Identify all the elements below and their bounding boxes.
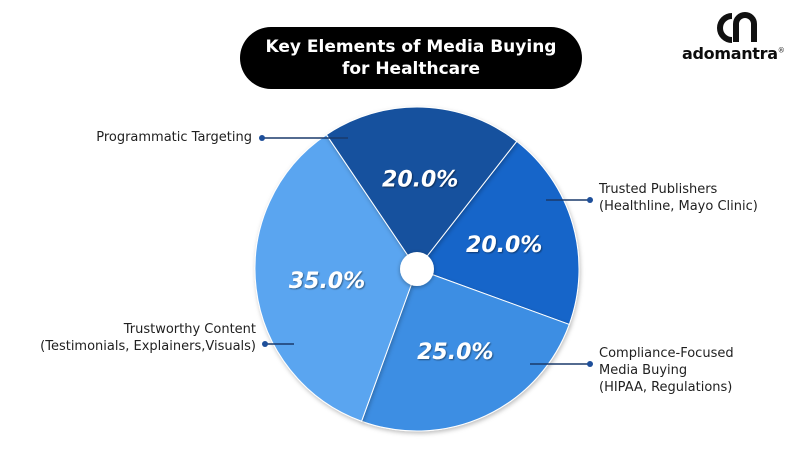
slice-category-label-line: Trusted Publishers [599, 182, 718, 197]
slice-value-labels: 20.0% 25.0% 35.0% 20.0% [289, 167, 543, 365]
logo-trademark: ® [777, 46, 785, 55]
slice-category-label: Programmatic Targeting [96, 129, 252, 146]
logo-wordmark: adomantra® [682, 44, 794, 63]
slice-category-label: Trustworthy Content (Testimonials, Explai… [40, 321, 256, 355]
slice-category-label-line: Compliance-Focused [599, 346, 734, 361]
slice-category-label-line: (Healthline, Mayo Clinic) [599, 199, 758, 214]
pie-slice [360, 268, 570, 432]
pie-slice [254, 134, 418, 422]
chart-title-banner: Key Elements of Media Buying for Healthc… [240, 27, 582, 89]
logo-wordmark-text: adomantra [682, 44, 778, 63]
slice-value-label: 20.0% [382, 167, 458, 192]
slice-value-label: 25.0% [417, 340, 493, 365]
slice-value-label: 35.0% [289, 269, 365, 294]
pie-slice [416, 140, 580, 326]
label-connectors [259, 135, 593, 367]
slice-category-label-line: (Testimonials, Explainers,Visuals) [40, 339, 256, 354]
logo-mark-icon [717, 12, 757, 43]
brand-logo: adomantra® [682, 12, 792, 68]
connector-dot [587, 361, 593, 367]
slice-category-label-line: Media Buying [599, 363, 688, 378]
pie-slices [254, 106, 580, 432]
slice-category-label-line: Programmatic Targeting [96, 130, 252, 145]
connector-dot [259, 135, 265, 141]
slice-category-label: Trusted Publishers (Healthline, Mayo Clin… [599, 181, 758, 215]
slice-value-label: 20.0% [466, 233, 542, 258]
pie-slice [325, 106, 518, 270]
chart-title-line-1: Key Elements of Media Buying [265, 37, 557, 57]
pie-center-hole [400, 252, 434, 286]
slice-category-label-line: (HIPAA, Regulations) [599, 380, 733, 395]
slice-category-label-line: Trustworthy Content [123, 322, 256, 337]
connector-dot [262, 341, 268, 347]
connector-dot [587, 197, 593, 203]
chart-title-line-2: for Healthcare [341, 59, 481, 79]
